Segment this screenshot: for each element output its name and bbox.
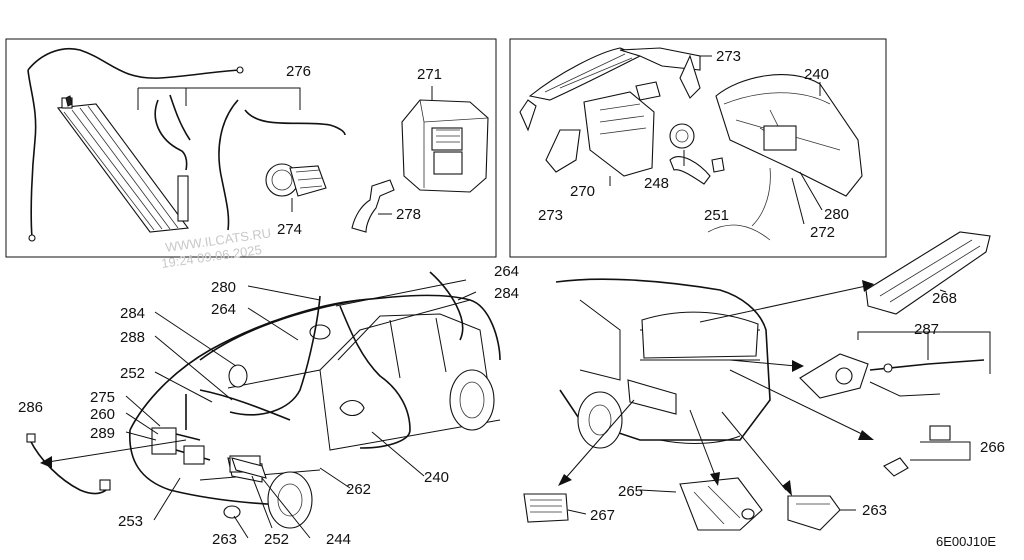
- callout-240-panel: 240: [804, 66, 829, 83]
- callout-280-front: 280: [211, 279, 236, 296]
- heater-unit: [545, 81, 661, 186]
- callout-278: 278: [396, 206, 421, 223]
- callout-266: 266: [980, 439, 1005, 456]
- wiper-motor-287: [799, 331, 991, 399]
- callout-240-front: 240: [424, 469, 449, 486]
- license-lamp-263: [787, 495, 841, 531]
- callout-265: 265: [618, 483, 643, 500]
- defroster-nozzle: [519, 47, 712, 132]
- callout-289: 289: [90, 425, 115, 442]
- callout-276: 276: [286, 63, 311, 80]
- callout-287: 287: [914, 321, 939, 338]
- callout-273-top: 273: [716, 48, 741, 65]
- callout-271: 271: [417, 66, 442, 83]
- callout-280-panel: 280: [824, 206, 849, 223]
- callout-273-bottom: 273: [538, 207, 563, 224]
- callout-262: 262: [346, 481, 371, 498]
- instrument-panel: [707, 74, 863, 241]
- callout-272: 272: [810, 224, 835, 241]
- tail-lamp-265: [679, 477, 763, 531]
- callout-252-bottom: 252: [264, 531, 289, 548]
- callout-253: 253: [118, 513, 143, 530]
- callout-270: 270: [570, 183, 595, 200]
- callout-288: 288: [120, 329, 145, 346]
- diagram-code: 6E00J10E: [936, 534, 996, 549]
- rear-vehicle: [555, 278, 771, 449]
- callout-263-rear: 263: [862, 502, 887, 519]
- callout-267: 267: [590, 507, 615, 524]
- arrows: [40, 280, 874, 496]
- callout-284-front: 284: [120, 305, 145, 322]
- callout-264-top: 264: [494, 263, 519, 280]
- callout-244: 244: [326, 531, 351, 548]
- leader-lines: [125, 279, 856, 539]
- callout-263-front: 263: [212, 531, 237, 548]
- lamp-266: [883, 425, 971, 477]
- callout-264-front: 264: [211, 301, 236, 318]
- ac-condenser-group: [27, 48, 346, 242]
- callout-268: 268: [932, 290, 957, 307]
- hvac-unit: [401, 86, 489, 193]
- callout-248: 248: [644, 175, 669, 192]
- callout-275: 275: [90, 389, 115, 406]
- spoiler-268: [865, 231, 991, 315]
- callout-274: 274: [277, 221, 302, 238]
- compressor: [265, 163, 327, 212]
- panel-instrument: [509, 38, 887, 258]
- lamp-267: [523, 493, 569, 523]
- duct-278: [351, 179, 395, 233]
- blower-motor: [669, 123, 725, 185]
- harness-286: [26, 433, 111, 495]
- callout-260: 260: [90, 406, 115, 423]
- callout-284-top: 284: [494, 285, 519, 302]
- callout-251: 251: [704, 207, 729, 224]
- callout-286: 286: [18, 399, 43, 416]
- panel-ac-system: [5, 38, 497, 258]
- front-vehicle: [129, 271, 501, 529]
- callout-labels: 276 271 274 278 273 240 270 248 273 251 …: [18, 48, 1005, 548]
- callout-252-front: 252: [120, 365, 145, 382]
